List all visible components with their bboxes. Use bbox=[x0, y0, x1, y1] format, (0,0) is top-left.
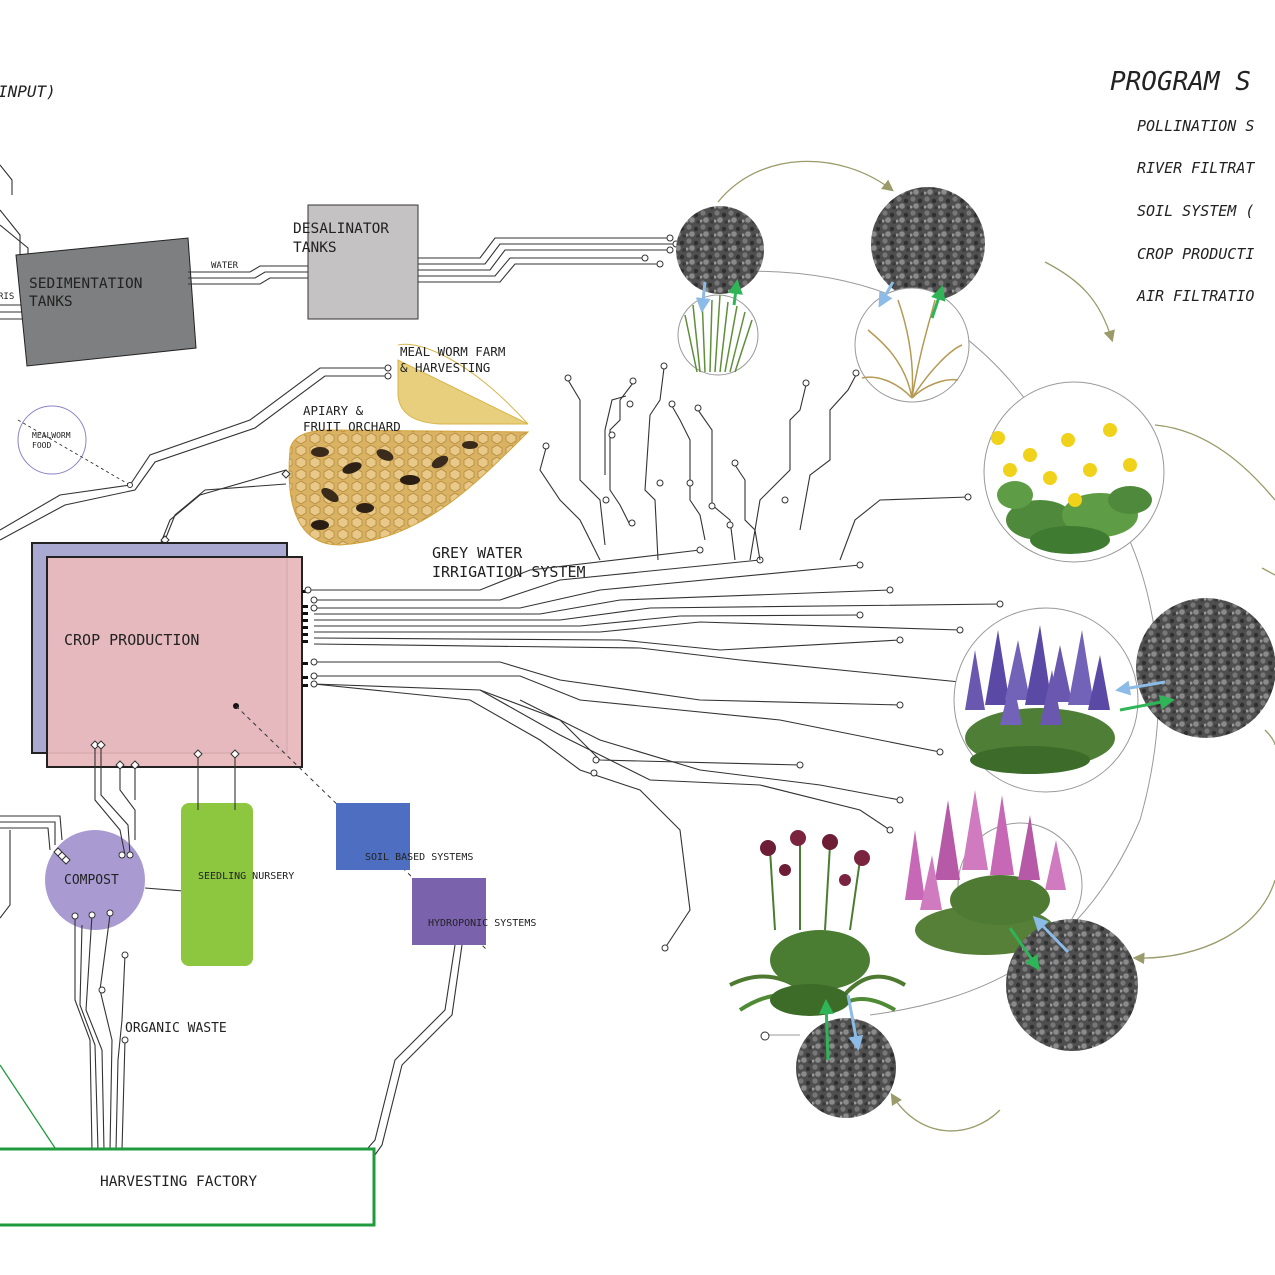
grey-water-wires bbox=[304, 546, 1004, 952]
apiary-label: APIARY &FRUIT ORCHARD bbox=[303, 403, 401, 434]
legend-item-crop-production[interactable]: CROP PRODUCTI bbox=[1137, 245, 1254, 263]
branch-wires bbox=[539, 362, 972, 561]
cycle-arrows bbox=[717, 160, 1275, 1132]
hydroponic-systems[interactable] bbox=[412, 878, 486, 945]
gravel-disc-icon bbox=[1136, 598, 1275, 738]
harvesting-label: HARVESTING FACTORY bbox=[100, 1174, 257, 1190]
desalinator-tanks[interactable] bbox=[307, 204, 419, 320]
soil-based-label: SOIL BASED SYSTEMS bbox=[365, 852, 473, 863]
organic-waste-wires bbox=[0, 909, 463, 1196]
gravel-disc-icon bbox=[1006, 919, 1138, 1051]
seedling-wires bbox=[193, 749, 240, 810]
input-label: INPUT) bbox=[0, 82, 56, 101]
mealworm-food-circle[interactable] bbox=[17, 405, 87, 475]
seedling-nursery[interactable] bbox=[181, 803, 253, 966]
soil-based-systems[interactable] bbox=[336, 803, 410, 870]
gravel-disc-icon bbox=[871, 187, 985, 301]
gravel-disc-icon bbox=[796, 1018, 896, 1118]
legend-item-pollination[interactable]: POLLINATION S bbox=[1137, 117, 1254, 135]
gravel-disc-icon bbox=[676, 206, 764, 294]
legend-list: POLLINATION S RIVER FILTRAT SOIL SYSTEM … bbox=[1136, 117, 1255, 305]
organic-waste-label: ORGANIC WASTE bbox=[125, 1021, 227, 1036]
compost-label: COMPOST bbox=[64, 873, 119, 888]
hydroponic-label: HYDROPONIC SYSTEMS bbox=[428, 918, 536, 929]
iris-plant-icon[interactable] bbox=[729, 830, 907, 1016]
legend-item-air-filtration[interactable]: AIR FILTRATIO bbox=[1136, 287, 1254, 305]
mealworm-farm-label: MEAL WORM FARM& HARVESTING bbox=[400, 344, 505, 375]
legend-item-soil-system[interactable]: SOIL SYSTEM ( bbox=[1137, 202, 1254, 220]
bee-honeycomb-icon bbox=[311, 441, 478, 530]
ornamental-grass-icon[interactable] bbox=[854, 287, 970, 403]
sedimentation-tanks[interactable] bbox=[15, 237, 197, 367]
harvesting-factory[interactable] bbox=[0, 1147, 376, 1227]
mealworm-farm-wedge[interactable] bbox=[397, 359, 529, 425]
compost-wires bbox=[53, 740, 200, 896]
seedling-label: SEEDLING NURSERY bbox=[198, 871, 294, 882]
legend-title: PROGRAM S bbox=[1110, 67, 1251, 97]
crop-production-label: CROP PRODUCTION bbox=[64, 631, 199, 649]
debris-label: RIS bbox=[0, 292, 14, 302]
legend-item-river-filtration[interactable]: RIVER FILTRAT bbox=[1137, 159, 1255, 177]
apiary-honeycomb[interactable] bbox=[288, 429, 530, 546]
crop-production-box[interactable] bbox=[46, 556, 303, 768]
water-label: WATER bbox=[211, 261, 239, 271]
desalinator-output-wires bbox=[418, 234, 680, 283]
